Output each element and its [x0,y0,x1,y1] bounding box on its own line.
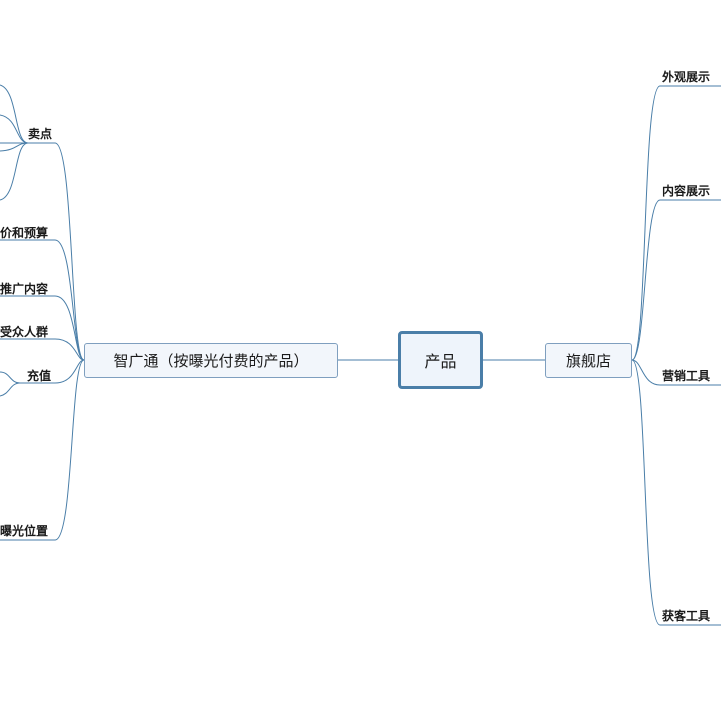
right-leaf-content-display[interactable]: 内容展示 [662,183,711,198]
connector-left-4 [0,338,85,361]
connector-sub-5 [0,371,21,384]
connector-right-3 [631,359,721,386]
connector-sub-1 [0,84,29,144]
left-leaf-promo-content[interactable]: 推广内容 [0,281,49,296]
right-leaf-acquisition-tools[interactable]: 获客工具 [662,608,711,623]
left-leaf-price-budget[interactable]: 价和预算 [0,225,49,240]
connector-left-1 [0,142,85,361]
connector-left-5 [20,359,85,384]
connector-right-2 [631,199,721,361]
connector-right-1 [631,85,721,361]
left-leaf-audience[interactable]: 受众人群 [0,324,49,339]
connector-sub-4 [0,142,29,201]
connector-sub-3 [0,142,29,152]
root-node[interactable]: 产品 [398,331,483,389]
right-main-label: 旗舰店 [565,352,611,370]
right-leaf-appearance[interactable]: 外观展示 [662,69,711,84]
right-main-node[interactable]: 旗舰店 [545,343,632,378]
left-leaf-selling-point[interactable]: 卖点 [28,126,53,141]
connector-left-2 [0,239,85,361]
left-leaf-exposure-position[interactable]: 曝光位置 [0,523,49,538]
connector-sub-6 [0,382,21,397]
connector-right-4 [631,359,721,626]
right-leaf-marketing-tools[interactable]: 营销工具 [662,368,711,383]
left-leaf-recharge[interactable]: 充值 [27,368,52,383]
connector-left-3 [0,295,85,361]
root-label: 产品 [424,352,457,371]
connector-sub-2 [0,114,29,144]
left-main-label: 智广通（按曝光付费的产品） [113,352,309,370]
left-main-node[interactable]: 智广通（按曝光付费的产品） [84,343,338,378]
connector-left-6 [0,359,85,541]
